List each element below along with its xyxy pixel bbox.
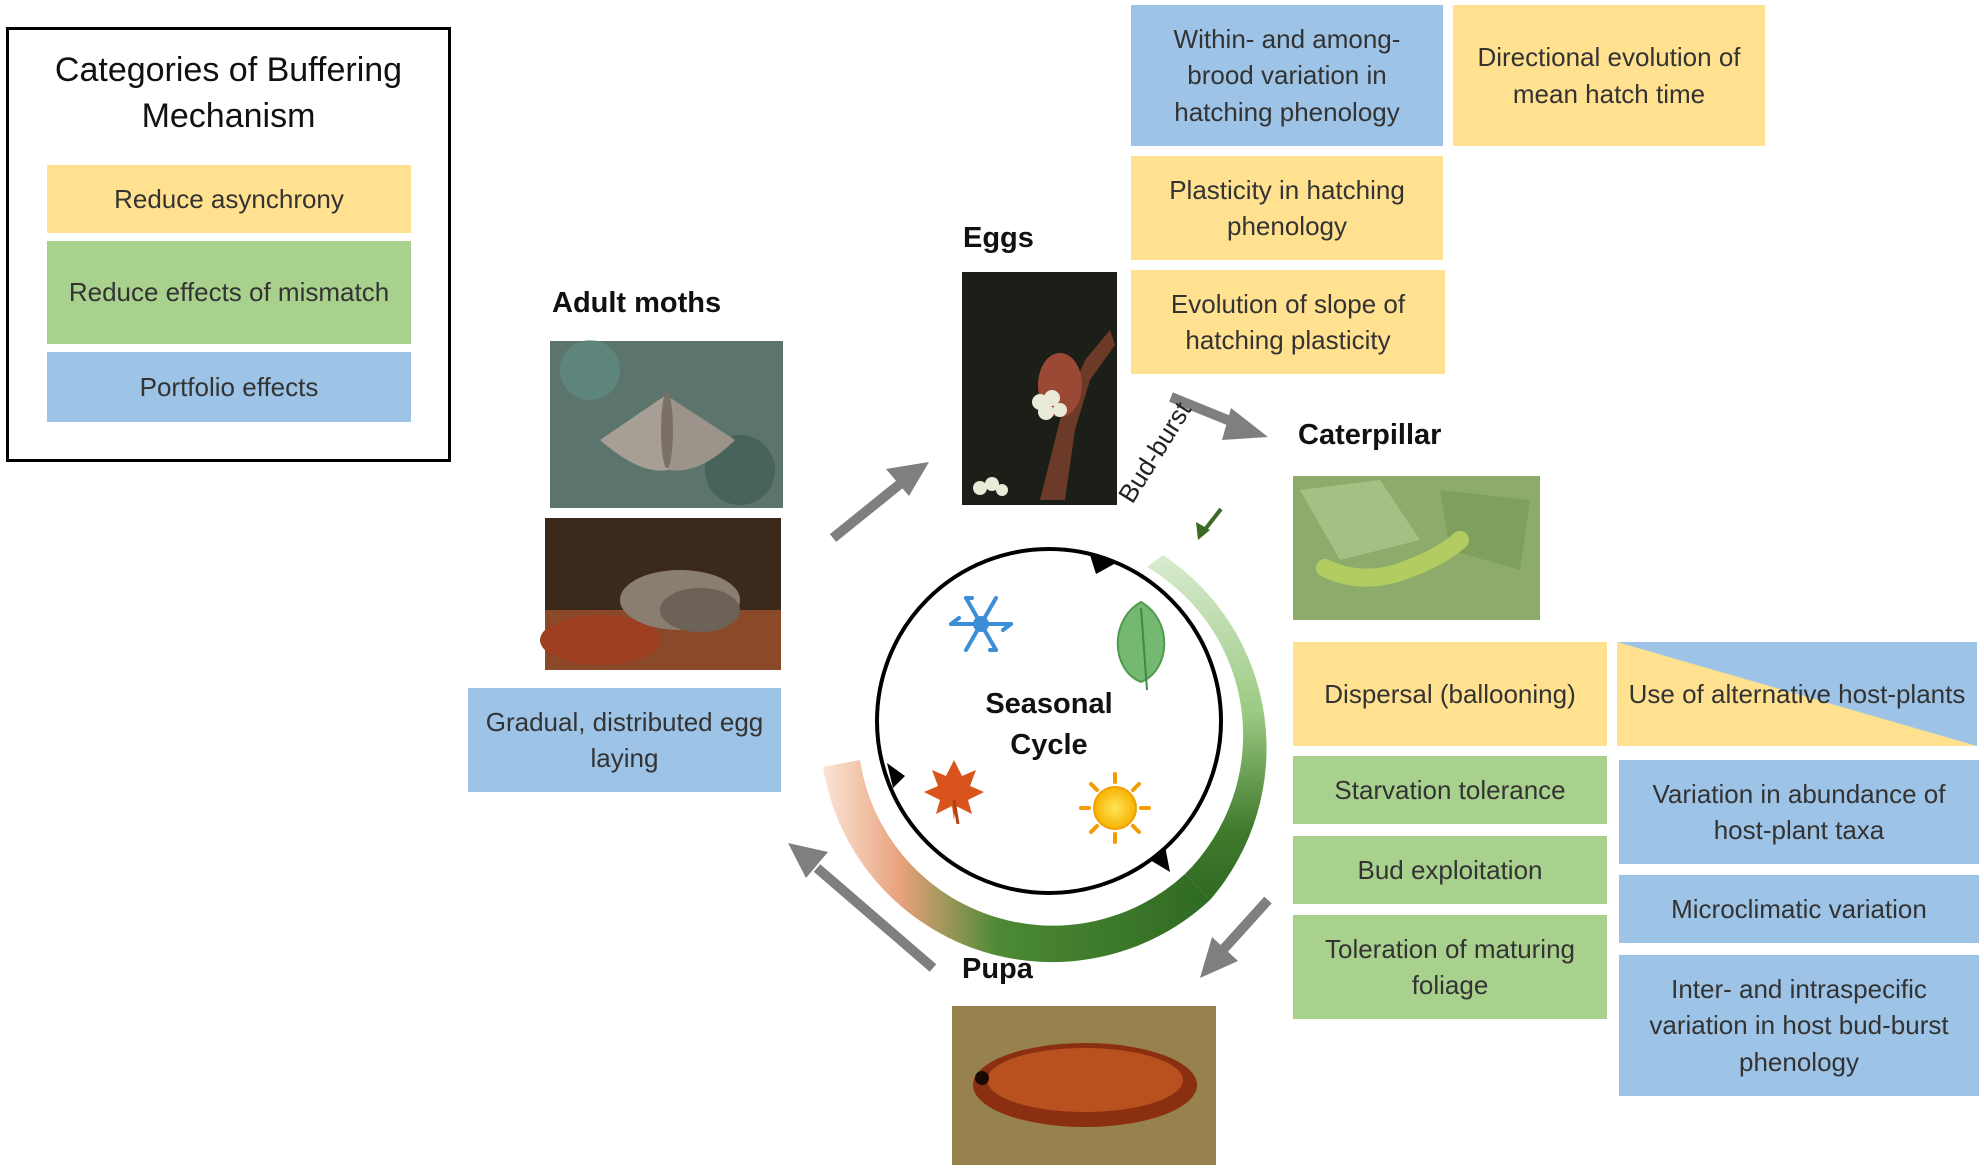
mechanism-bud-exploitation: Bud exploitation: [1293, 836, 1607, 904]
pupa-photo: [952, 1006, 1216, 1165]
bud-burst-arrow-icon: [1196, 507, 1223, 540]
mechanism-starvation-tolerance: Starvation tolerance: [1293, 756, 1607, 824]
legend-item-portfolio-effects: Portfolio effects: [47, 352, 411, 422]
arrow-adult-to-eggs: [829, 462, 929, 542]
mechanism-microclimatic-variation: Microclimatic variation: [1619, 875, 1979, 943]
mechanism-within-among-brood: Within- and among-brood variation in hat…: [1131, 5, 1443, 146]
arrow-caterpillar-to-pupa: [1200, 896, 1272, 978]
stage-label-pupa: Pupa: [962, 953, 1033, 985]
mechanism-maturing-foliage: Toleration of maturing foliage: [1293, 915, 1607, 1019]
maple-leaf-icon: [924, 760, 984, 825]
host-phenology-band: [823, 555, 1267, 963]
adult-moth-photo-1: [550, 340, 783, 508]
seasonal-cycle-title: Seasonal Cycle: [985, 688, 1113, 761]
arrow-eggs-to-caterpillar: [1169, 392, 1268, 440]
mechanism-alternative-host-plants: Use of alternative host-plants: [1617, 642, 1977, 746]
stage-label-adult-moths: Adult moths: [552, 287, 722, 319]
mechanism-distributed-egg-laying: Gradual, distributed egg laying: [468, 688, 781, 792]
mechanism-hatching-plasticity: Plasticity in hatching phenology: [1131, 156, 1443, 260]
mechanism-dispersal: Dispersal (ballooning): [1293, 642, 1607, 746]
legend-title: Categories of Buffering Mechanism: [54, 51, 403, 135]
mechanism-slope-evolution: Evolution of slope of hatching plasticit…: [1131, 270, 1445, 374]
sun-icon: [1079, 772, 1151, 844]
mechanism-budburst-phenology-variation: Inter- and intraspecific variation in ho…: [1619, 955, 1979, 1096]
eggs-photo: [962, 272, 1117, 505]
legend: Categories of Buffering Mechanism Reduce…: [6, 27, 451, 462]
legend-item-reduce-asynchrony: Reduce asynchrony: [47, 165, 411, 233]
adult-moth-photo-2: [540, 518, 781, 670]
leaf-icon: [1116, 600, 1166, 691]
legend-item-reduce-mismatch: Reduce effects of mismatch: [47, 241, 411, 344]
stage-label-eggs: Eggs: [963, 222, 1034, 254]
mechanism-directional-evolution: Directional evolution of mean hatch time: [1453, 5, 1765, 146]
snowflake-icon: [949, 596, 1013, 652]
seasonal-cycle-circle: [875, 547, 1223, 895]
caterpillar-photo: [1293, 476, 1540, 620]
mechanism-host-abundance-variation: Variation in abundance of host-plant tax…: [1619, 760, 1979, 864]
stage-label-caterpillar: Caterpillar: [1298, 419, 1442, 451]
arrow-pupa-to-adult: [788, 843, 937, 972]
